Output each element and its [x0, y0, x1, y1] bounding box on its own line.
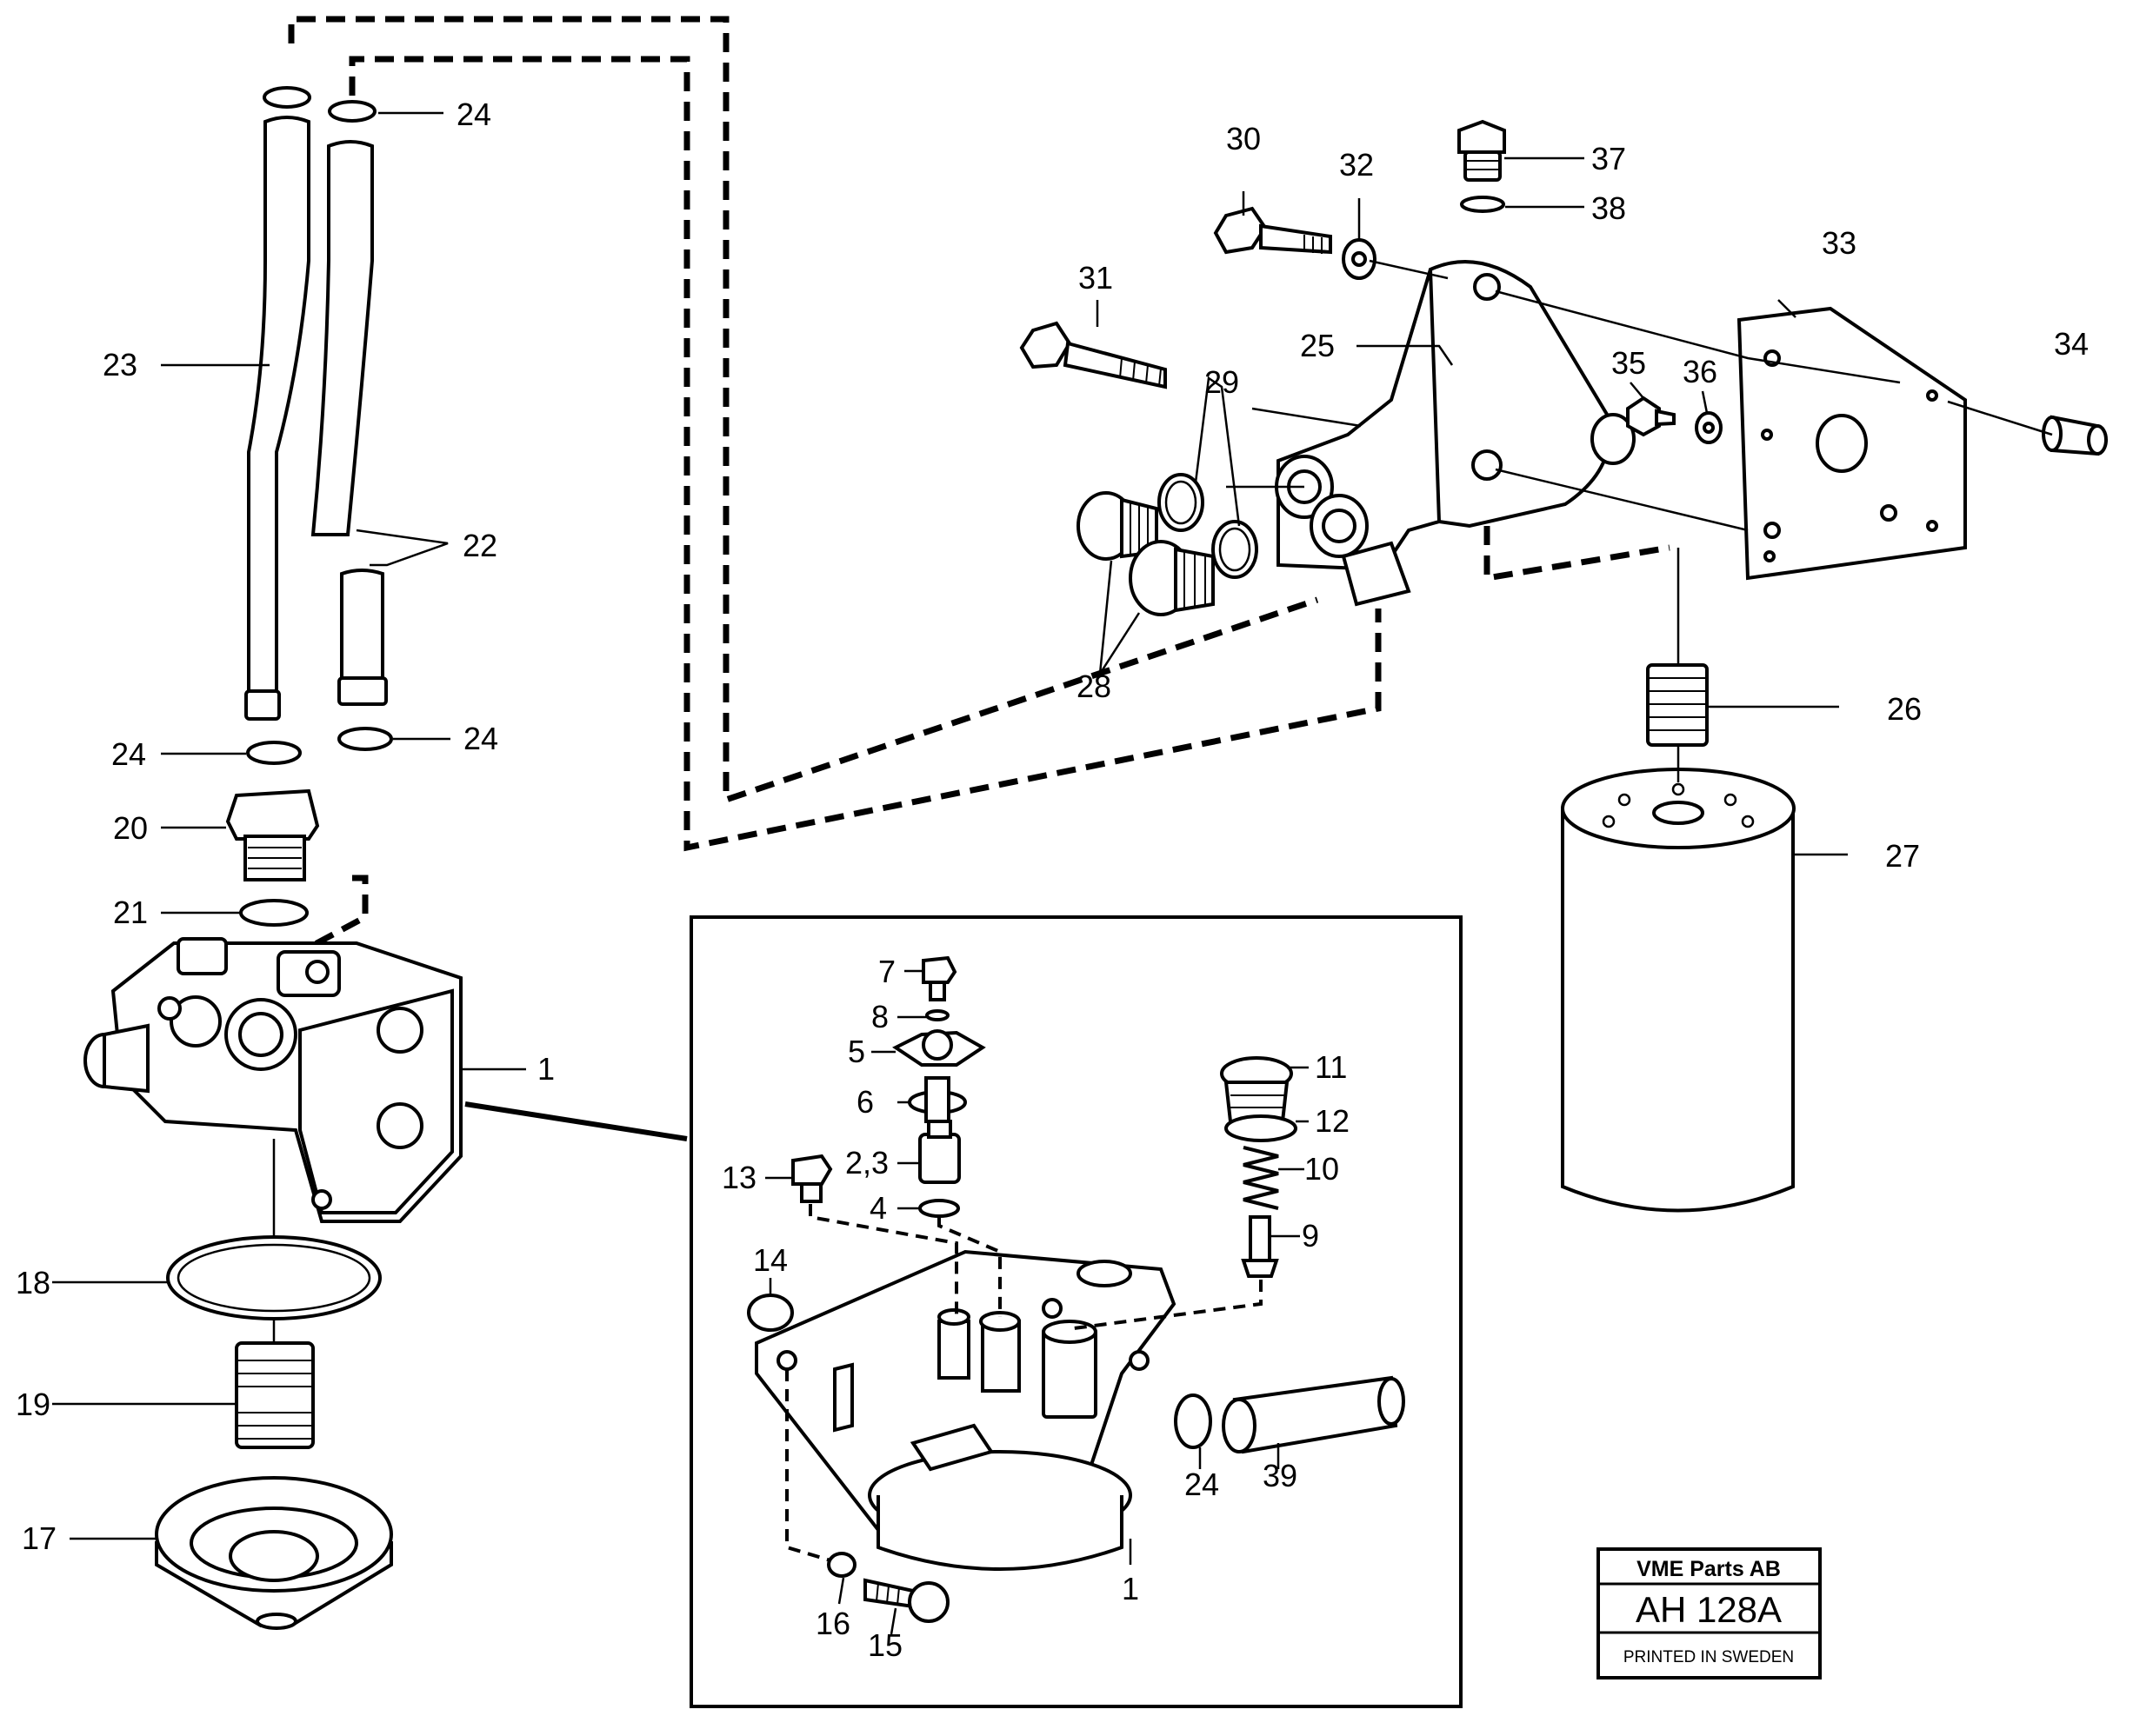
label-5: 5 — [848, 1034, 865, 1069]
title-block-footer: PRINTED IN SWEDEN — [1623, 1648, 1794, 1666]
label-24-top: 24 — [457, 96, 491, 132]
label-6: 6 — [857, 1084, 874, 1120]
label-1-main: 1 — [537, 1051, 555, 1087]
adapter-20 — [225, 788, 320, 841]
label-12: 12 — [1315, 1103, 1350, 1139]
label-26: 26 — [1887, 691, 1922, 727]
washer-16 — [827, 1552, 857, 1578]
inset-frame — [690, 915, 1463, 1708]
label-2-3: 2,3 — [845, 1145, 889, 1181]
leader-lines — [52, 111, 2053, 1635]
seal-ring-12 — [1224, 1114, 1297, 1142]
label-30: 30 — [1226, 121, 1261, 156]
label-31: 31 — [1078, 260, 1113, 296]
left-assembly — [83, 86, 463, 1630]
bolt-31 — [1019, 321, 1167, 389]
label-27: 27 — [1885, 838, 1920, 874]
title-block-code: AH 128A — [1636, 1589, 1782, 1630]
base-17 — [155, 1476, 393, 1630]
washer-32 — [1342, 238, 1376, 280]
pipe-23 — [247, 116, 310, 702]
washer-36 — [1695, 411, 1723, 444]
label-20: 20 — [113, 810, 148, 846]
plug-28-b — [1129, 540, 1215, 616]
spring-10 — [1243, 1146, 1279, 1210]
plug-28-a — [1076, 491, 1158, 561]
filter-housing-1 — [83, 937, 463, 1223]
oil-filter-27 — [1561, 768, 1796, 1213]
label-8: 8 — [871, 999, 889, 1034]
title-block-company: VME Parts AB — [1636, 1557, 1781, 1581]
plug-37 — [1457, 119, 1506, 182]
dashed-routing-lines — [288, 16, 1670, 951]
seal-ring-top-left — [263, 86, 311, 109]
valve-2-3 — [918, 1120, 961, 1184]
label-39: 39 — [1263, 1458, 1297, 1493]
title-block: VME Parts AB AH 128A PRINTED IN SWEDEN — [1596, 1547, 1822, 1679]
seal-ring-24-left — [246, 741, 302, 765]
label-38: 38 — [1591, 190, 1626, 226]
label-37: 37 — [1591, 141, 1626, 176]
label-34: 34 — [2054, 326, 2089, 362]
filter-housing-1-inset — [755, 1249, 1176, 1571]
label-19: 19 — [16, 1387, 50, 1422]
cover-5 — [892, 1029, 986, 1067]
pipe-22-lower — [340, 569, 384, 688]
screw-7 — [922, 955, 957, 1001]
bolt-15 — [863, 1578, 950, 1623]
label-29: 29 — [1204, 364, 1239, 400]
label-23: 23 — [103, 347, 137, 382]
washer-4 — [918, 1199, 960, 1218]
label-1-inset: 1 — [1122, 1571, 1139, 1606]
plate-33 — [1736, 306, 1967, 581]
label-13: 13 — [722, 1160, 757, 1195]
pipe-22-upper — [310, 140, 374, 536]
label-15: 15 — [868, 1627, 903, 1663]
nipple-19 — [235, 1341, 315, 1449]
label-24-inset: 24 — [1184, 1467, 1219, 1502]
upper-right-assembly — [1019, 119, 2108, 1213]
label-14: 14 — [753, 1242, 788, 1278]
seal-ring-top-right — [328, 100, 377, 123]
seal-ring-24-inset — [1174, 1393, 1212, 1449]
label-33: 33 — [1822, 225, 1856, 261]
o-ring-18 — [166, 1235, 382, 1320]
piston-9 — [1241, 1215, 1279, 1278]
label-32: 32 — [1339, 147, 1374, 183]
seal-ring-21 — [239, 899, 309, 927]
seal-ring-38 — [1460, 196, 1505, 213]
nipple-26 — [1646, 663, 1709, 747]
inset-assembly — [747, 955, 1405, 1623]
label-28: 28 — [1076, 668, 1111, 704]
bolt-30 — [1213, 206, 1332, 255]
label-11: 11 — [1315, 1049, 1347, 1085]
part-labels: 24 23 22 24 24 20 21 1 18 19 17 30 32 37… — [16, 96, 2089, 1663]
label-16: 16 — [816, 1606, 850, 1641]
pipe-fitting-39 — [1222, 1375, 1405, 1454]
label-7: 7 — [878, 954, 896, 989]
label-36: 36 — [1683, 354, 1717, 389]
washer-8 — [925, 1009, 950, 1021]
label-10: 10 — [1304, 1151, 1339, 1187]
label-4: 4 — [870, 1190, 887, 1226]
label-9: 9 — [1302, 1218, 1319, 1254]
fitting-35 — [1626, 396, 1676, 437]
label-35: 35 — [1611, 345, 1646, 381]
label-25: 25 — [1300, 328, 1335, 363]
label-24-right: 24 — [463, 721, 498, 756]
label-21: 21 — [113, 895, 148, 930]
label-24-left: 24 — [111, 736, 146, 772]
plug-13 — [791, 1154, 833, 1203]
label-18: 18 — [16, 1265, 50, 1300]
label-22: 22 — [463, 528, 497, 563]
sleeve-34 — [2042, 415, 2108, 456]
o-ring-14 — [747, 1294, 794, 1332]
plug-11 — [1220, 1056, 1293, 1123]
label-17: 17 — [22, 1520, 57, 1556]
seal-ring-24-right — [337, 727, 393, 751]
